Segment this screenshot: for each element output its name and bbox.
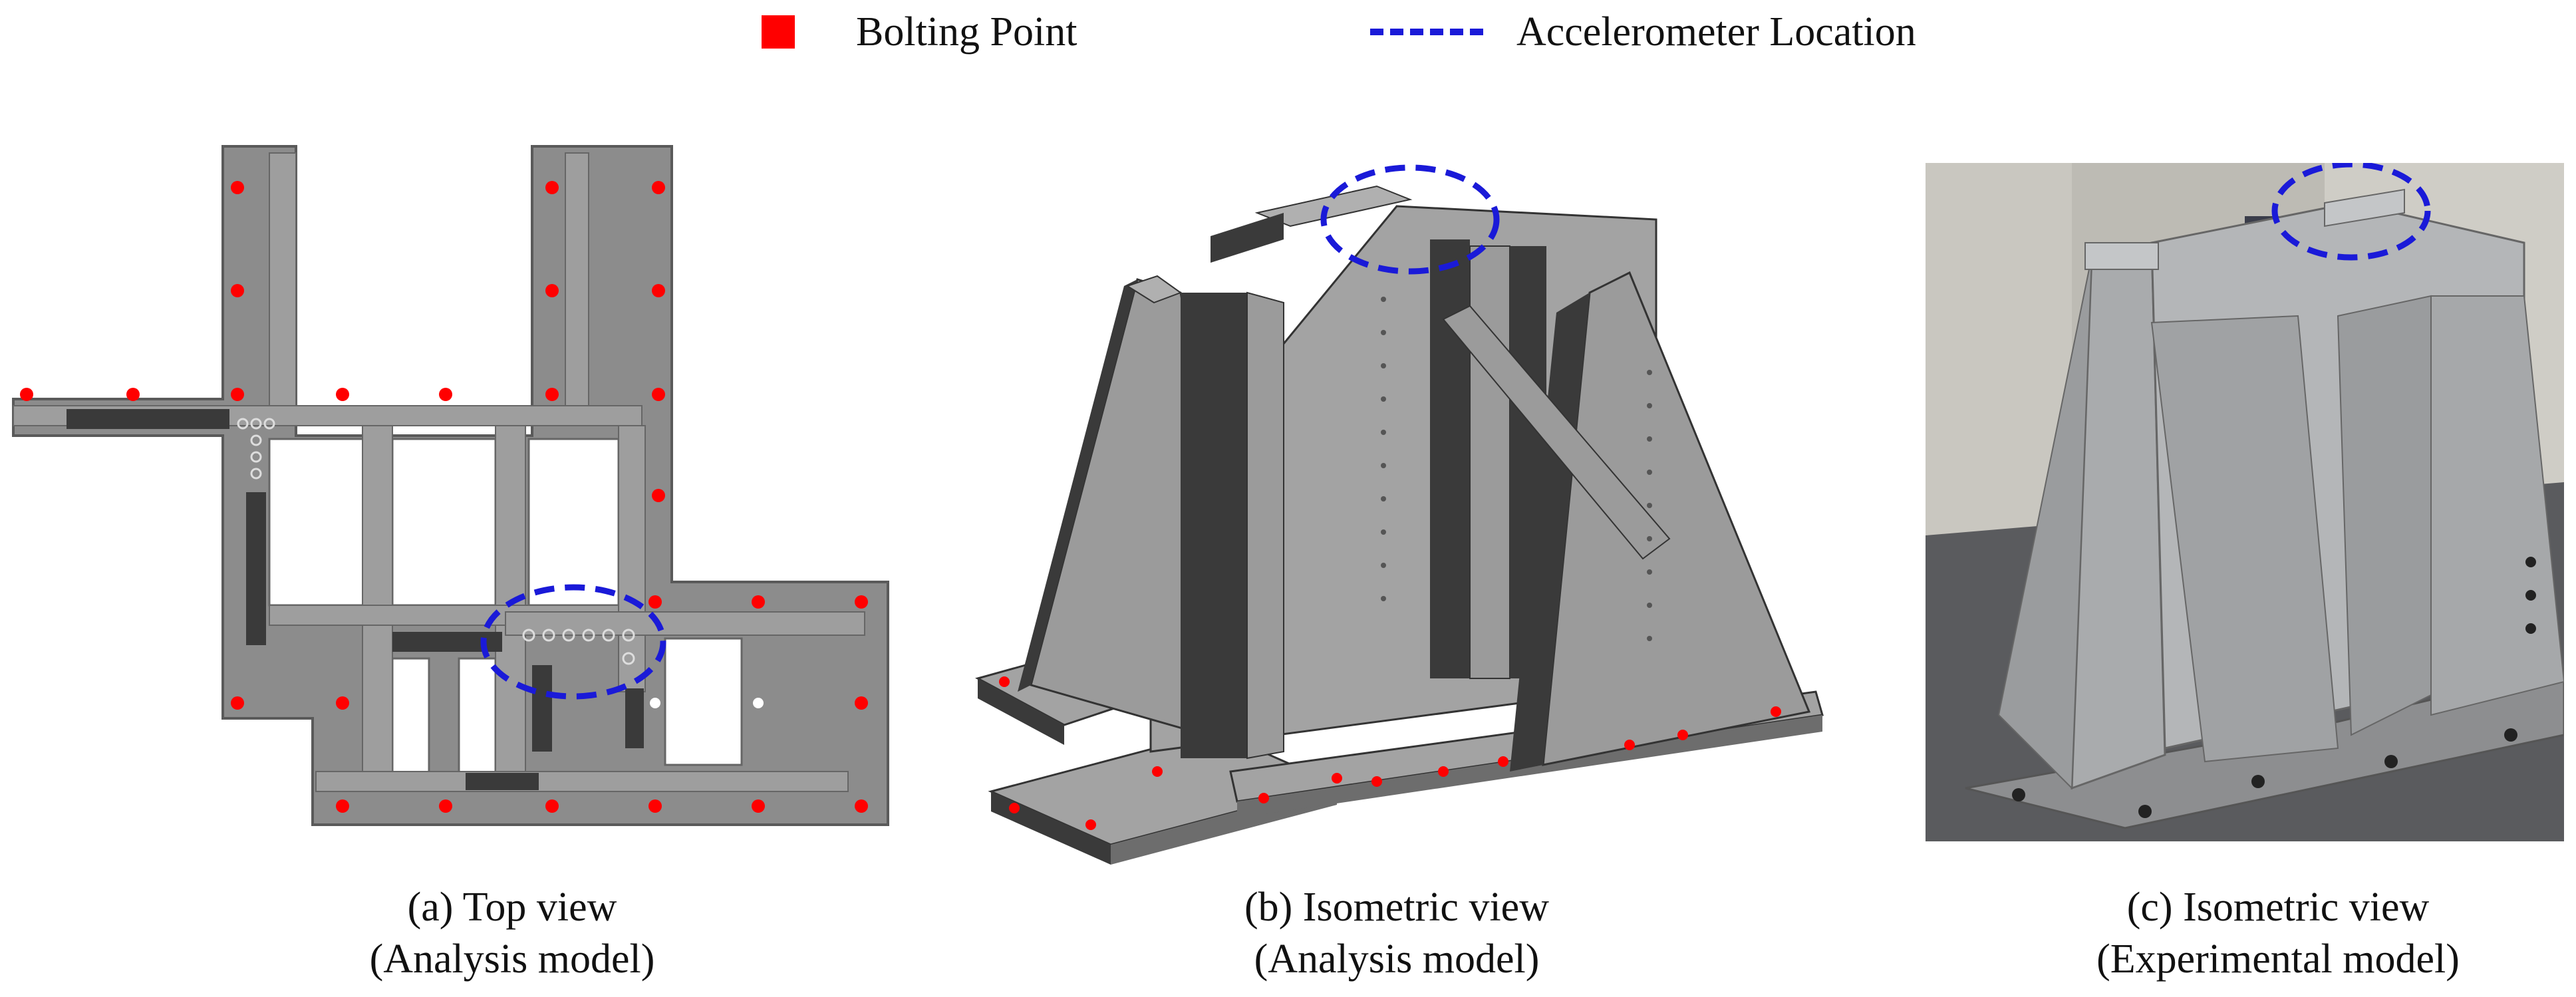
caption-c-line2: (Experimental model): [2096, 936, 2460, 982]
legend: Bolting Point Accelerometer Location: [0, 0, 2576, 73]
top-view-accelerometer-ellipse: [480, 584, 666, 700]
bolting-point-marker-icon: [762, 15, 795, 49]
isometric-accelerometer-ellipse: [1320, 164, 1500, 275]
caption-a: (a) Top view (Analysis model): [313, 881, 712, 985]
panel-a-top-view-figure: [12, 145, 889, 826]
photo-accelerometer-ellipse: [2271, 163, 2431, 261]
caption-b-line1: (b) Isometric view: [1244, 885, 1549, 930]
legend-bolting-label: Bolting Point: [856, 9, 1077, 55]
caption-a-line2: (Analysis model): [369, 936, 655, 982]
legend-bolting-point: Bolting Point: [762, 5, 1077, 59]
caption-b: (b) Isometric view (Analysis model): [1197, 881, 1596, 985]
caption-b-line2: (Analysis model): [1254, 936, 1540, 982]
top-view-bolting-points: [20, 181, 868, 813]
isometric-bolting-points: [999, 676, 1781, 830]
caption-a-line1: (a) Top view: [407, 885, 617, 930]
caption-c-line1: (c) Isometric view: [2126, 885, 2430, 930]
caption-c: (c) Isometric view (Experimental model): [2045, 881, 2511, 985]
legend-accelerometer-label: Accelerometer Location: [1516, 9, 1916, 55]
accelerometer-dashed-line-icon: [1370, 29, 1483, 35]
panel-b-isometric-figure: [975, 164, 1824, 865]
legend-accelerometer-location: Accelerometer Location: [1370, 5, 1916, 59]
panel-c-experimental-photo: [1926, 163, 2564, 841]
